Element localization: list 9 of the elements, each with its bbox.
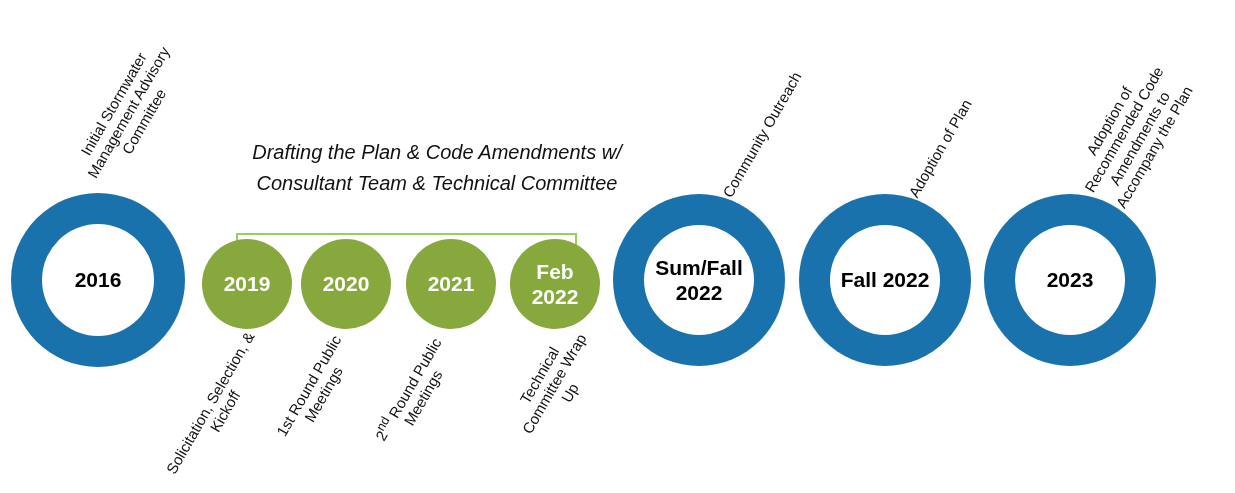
- year-label: 2023: [1045, 267, 1095, 293]
- year-label: 2019: [222, 271, 272, 297]
- year-label: Sum/Fall 2022: [654, 254, 744, 306]
- year-label: Feb 2022: [530, 258, 580, 310]
- year-label: 2020: [321, 271, 371, 297]
- phase-heading: Drafting the Plan & Code Amendments w/ Consultant Team & Technical Committee: [251, 140, 625, 196]
- year-label: 2016: [73, 267, 123, 293]
- year-label: 2021: [426, 271, 476, 297]
- year-label: Fall 2022: [839, 267, 931, 293]
